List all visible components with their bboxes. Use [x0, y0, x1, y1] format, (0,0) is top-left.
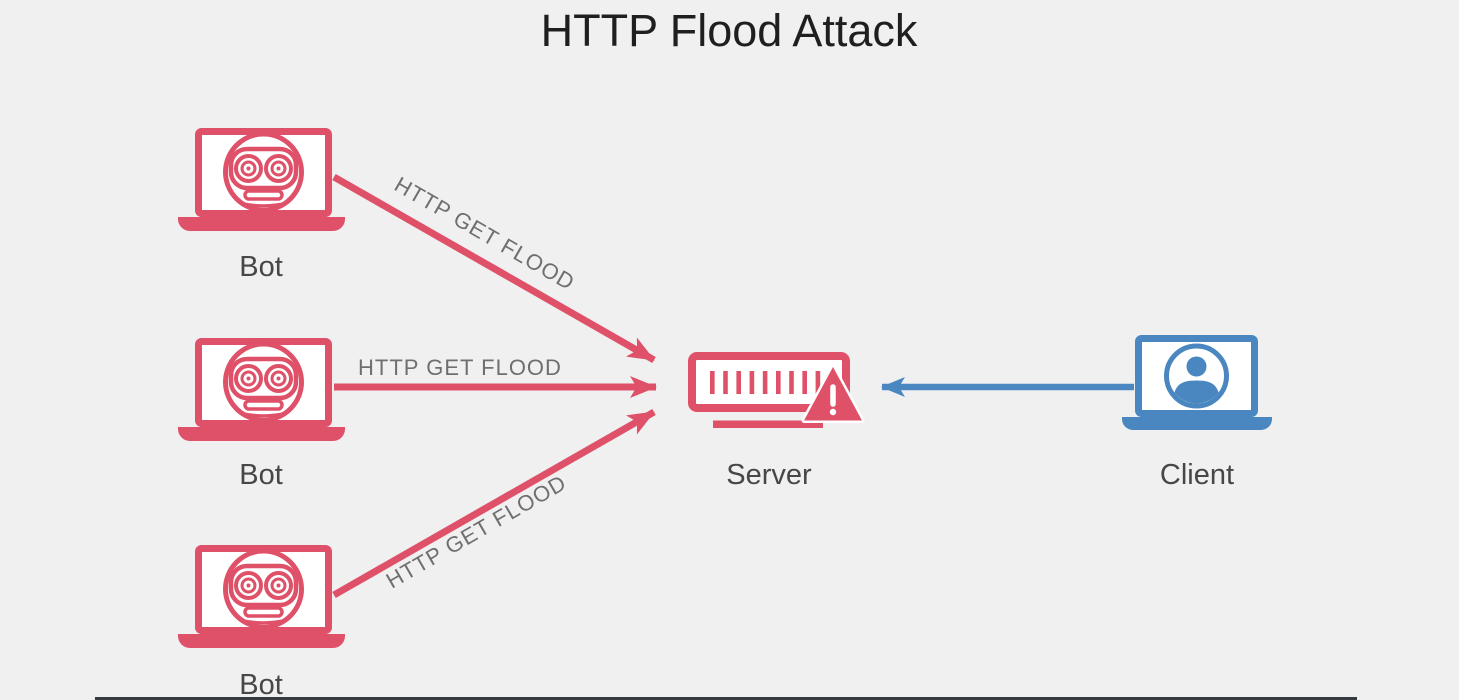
bottom-bar: [95, 697, 1357, 700]
server-label: Server: [726, 459, 812, 491]
bot-node-3: Bot: [178, 549, 345, 700]
server-vent-bars: [710, 371, 821, 394]
bot-laptop-icon: [178, 342, 345, 442]
attack-arrow-1: [332, 173, 656, 364]
bot-label: Bot: [239, 459, 283, 491]
client-label: Client: [1160, 459, 1234, 491]
bot-laptop-icon: [178, 132, 345, 232]
bot-laptop-icon: [178, 549, 345, 649]
bot-label: Bot: [239, 251, 283, 283]
server-node: Server: [688, 352, 865, 491]
server-icon: [688, 352, 865, 428]
bot-label: Bot: [239, 669, 283, 700]
warning-triangle-icon: [801, 364, 865, 423]
flow-label-2: HTTP GET FLOOD: [358, 355, 562, 380]
diagram-title: HTTP Flood Attack: [541, 5, 918, 56]
attack-arrow-3: [332, 408, 656, 599]
user-laptop-icon: [1122, 339, 1272, 431]
client-node: Client: [1122, 339, 1272, 491]
bot-node-1: Bot: [178, 132, 345, 283]
bot-node-2: Bot: [178, 342, 345, 491]
attack-arrows: [332, 173, 657, 599]
